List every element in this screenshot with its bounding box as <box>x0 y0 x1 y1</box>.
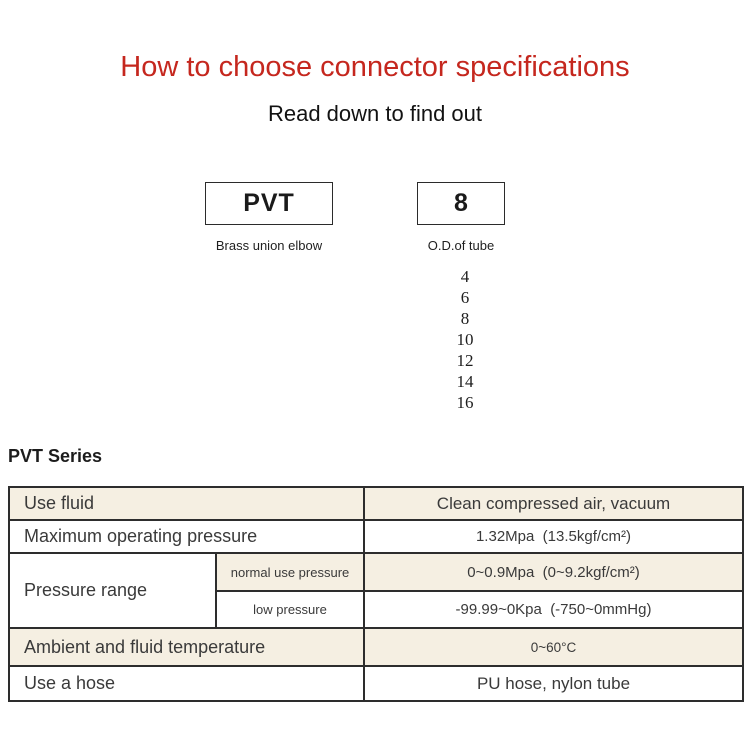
series-heading: PVT Series <box>8 446 103 466</box>
spec-value-max-pressure: 1.32Mpa (13.5kgf/cm²) <box>363 519 744 554</box>
size-option: 4 <box>460 267 470 286</box>
spec-value-temperature: 0~60°C <box>363 627 744 667</box>
spec-sublabel-normal-pressure: normal use pressure <box>215 552 365 592</box>
table-row: Use a hose PU hose, nylon tube <box>8 665 744 702</box>
model-code-label: Brass union elbow <box>215 238 323 253</box>
model-code-box: PVT <box>205 182 333 225</box>
size-option: 14 <box>456 372 474 391</box>
size-code-box: 8 <box>417 182 505 225</box>
model-code: PVT <box>243 189 295 217</box>
spec-sublabel-low-pressure: low pressure <box>215 590 365 629</box>
size-code: 8 <box>454 189 468 217</box>
spec-label-max-pressure: Maximum operating pressure <box>8 519 365 554</box>
spec-label-hose: Use a hose <box>8 665 365 702</box>
page-title: How to choose connector specifications <box>120 51 630 83</box>
table-row: Ambient and fluid temperature 0~60°C <box>8 627 744 667</box>
spec-value-low-pressure: -99.99~0Kpa (-750~0mmHg) <box>363 590 744 629</box>
spec-table: Use fluid Clean compressed air, vacuum M… <box>8 486 744 702</box>
table-row: Maximum operating pressure 1.32Mpa (13.5… <box>8 519 744 554</box>
spec-value-normal-pressure: 0~0.9Mpa (0~9.2kgf/cm²) <box>363 552 744 592</box>
spec-value-use-fluid: Clean compressed air, vacuum <box>363 486 744 521</box>
spec-value-hose: PU hose, nylon tube <box>363 665 744 702</box>
size-options-list: 4 6 8 10 12 14 16 <box>430 266 500 413</box>
size-option: 16 <box>456 393 474 412</box>
table-row: Use fluid Clean compressed air, vacuum <box>8 486 744 521</box>
spec-label-temperature: Ambient and fluid temperature <box>8 627 365 667</box>
spec-label-use-fluid: Use fluid <box>8 486 365 521</box>
size-option: 8 <box>460 309 470 328</box>
spec-label-pressure-range: Pressure range <box>8 552 217 629</box>
page-subtitle: Read down to find out <box>267 101 483 126</box>
table-row: low pressure -99.99~0Kpa (-750~0mmHg) <box>9 590 744 629</box>
size-code-label: O.D.of tube <box>427 238 495 253</box>
size-option: 10 <box>456 330 474 349</box>
size-option: 12 <box>456 351 474 370</box>
size-option: 6 <box>460 288 470 307</box>
table-row: Pressure range normal use pressure 0~0.9… <box>8 552 744 629</box>
